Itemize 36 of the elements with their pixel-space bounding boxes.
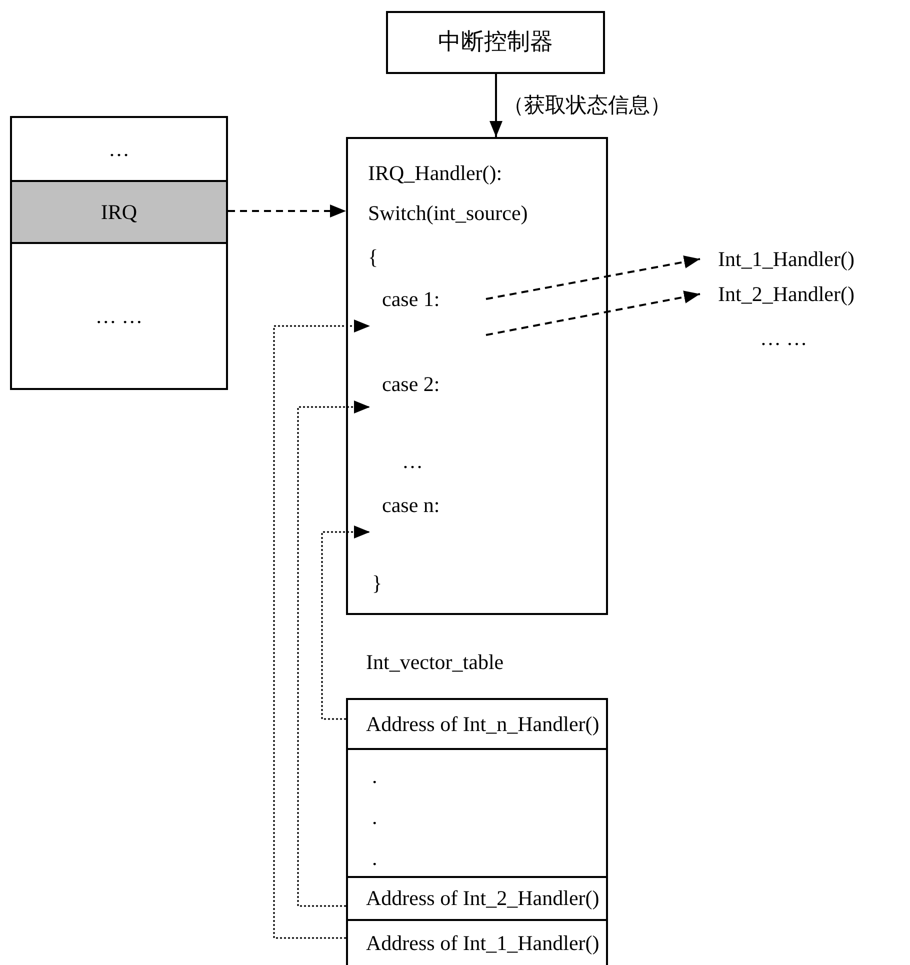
code-line: … — [402, 449, 423, 474]
code-line: Switch(int_source) — [368, 201, 528, 226]
handler-label: Int_2_Handler() — [718, 282, 854, 306]
handler-label: Int_1_Handler() — [718, 246, 854, 272]
row-label: Address of Int_n_Handler() — [366, 712, 600, 736]
code-line: } — [372, 571, 382, 596]
table-row — [346, 876, 608, 919]
dashed-arrow — [321, 526, 370, 720]
stack-cell — [10, 242, 228, 390]
code-line: IRQ_Handler(): — [368, 161, 502, 186]
code-box — [346, 137, 608, 615]
cell-label: … — [108, 136, 130, 162]
table-row — [346, 698, 608, 748]
ellipsis-dot: . — [372, 805, 378, 830]
box-label: 中断控制器 — [438, 29, 553, 56]
cell-label: IRQ — [100, 200, 138, 224]
dashed-arrow — [297, 400, 370, 907]
row-label: Address of Int_2_Handler() — [366, 886, 600, 911]
process-box — [386, 11, 605, 74]
dashed-arrow — [228, 204, 346, 218]
table-row — [346, 919, 608, 965]
dashed-arrow — [486, 290, 700, 336]
dashed-arrow — [273, 320, 370, 939]
dashed-arrow — [486, 256, 700, 300]
table-heading: Int_vector_table — [366, 650, 504, 674]
stack-cell — [10, 180, 228, 242]
case-label: case 1: — [382, 287, 440, 312]
case-label: case 2: — [382, 372, 440, 396]
ellipsis-dot: . — [372, 764, 378, 788]
ellipsis-dot: . — [372, 846, 378, 870]
row-label: Address of Int_1_Handler() — [366, 930, 600, 956]
code-line: { — [368, 245, 378, 270]
case-label: case n: — [382, 493, 440, 518]
table-row — [346, 748, 608, 876]
cell-label: … … — [95, 304, 143, 328]
arrow — [490, 74, 502, 137]
